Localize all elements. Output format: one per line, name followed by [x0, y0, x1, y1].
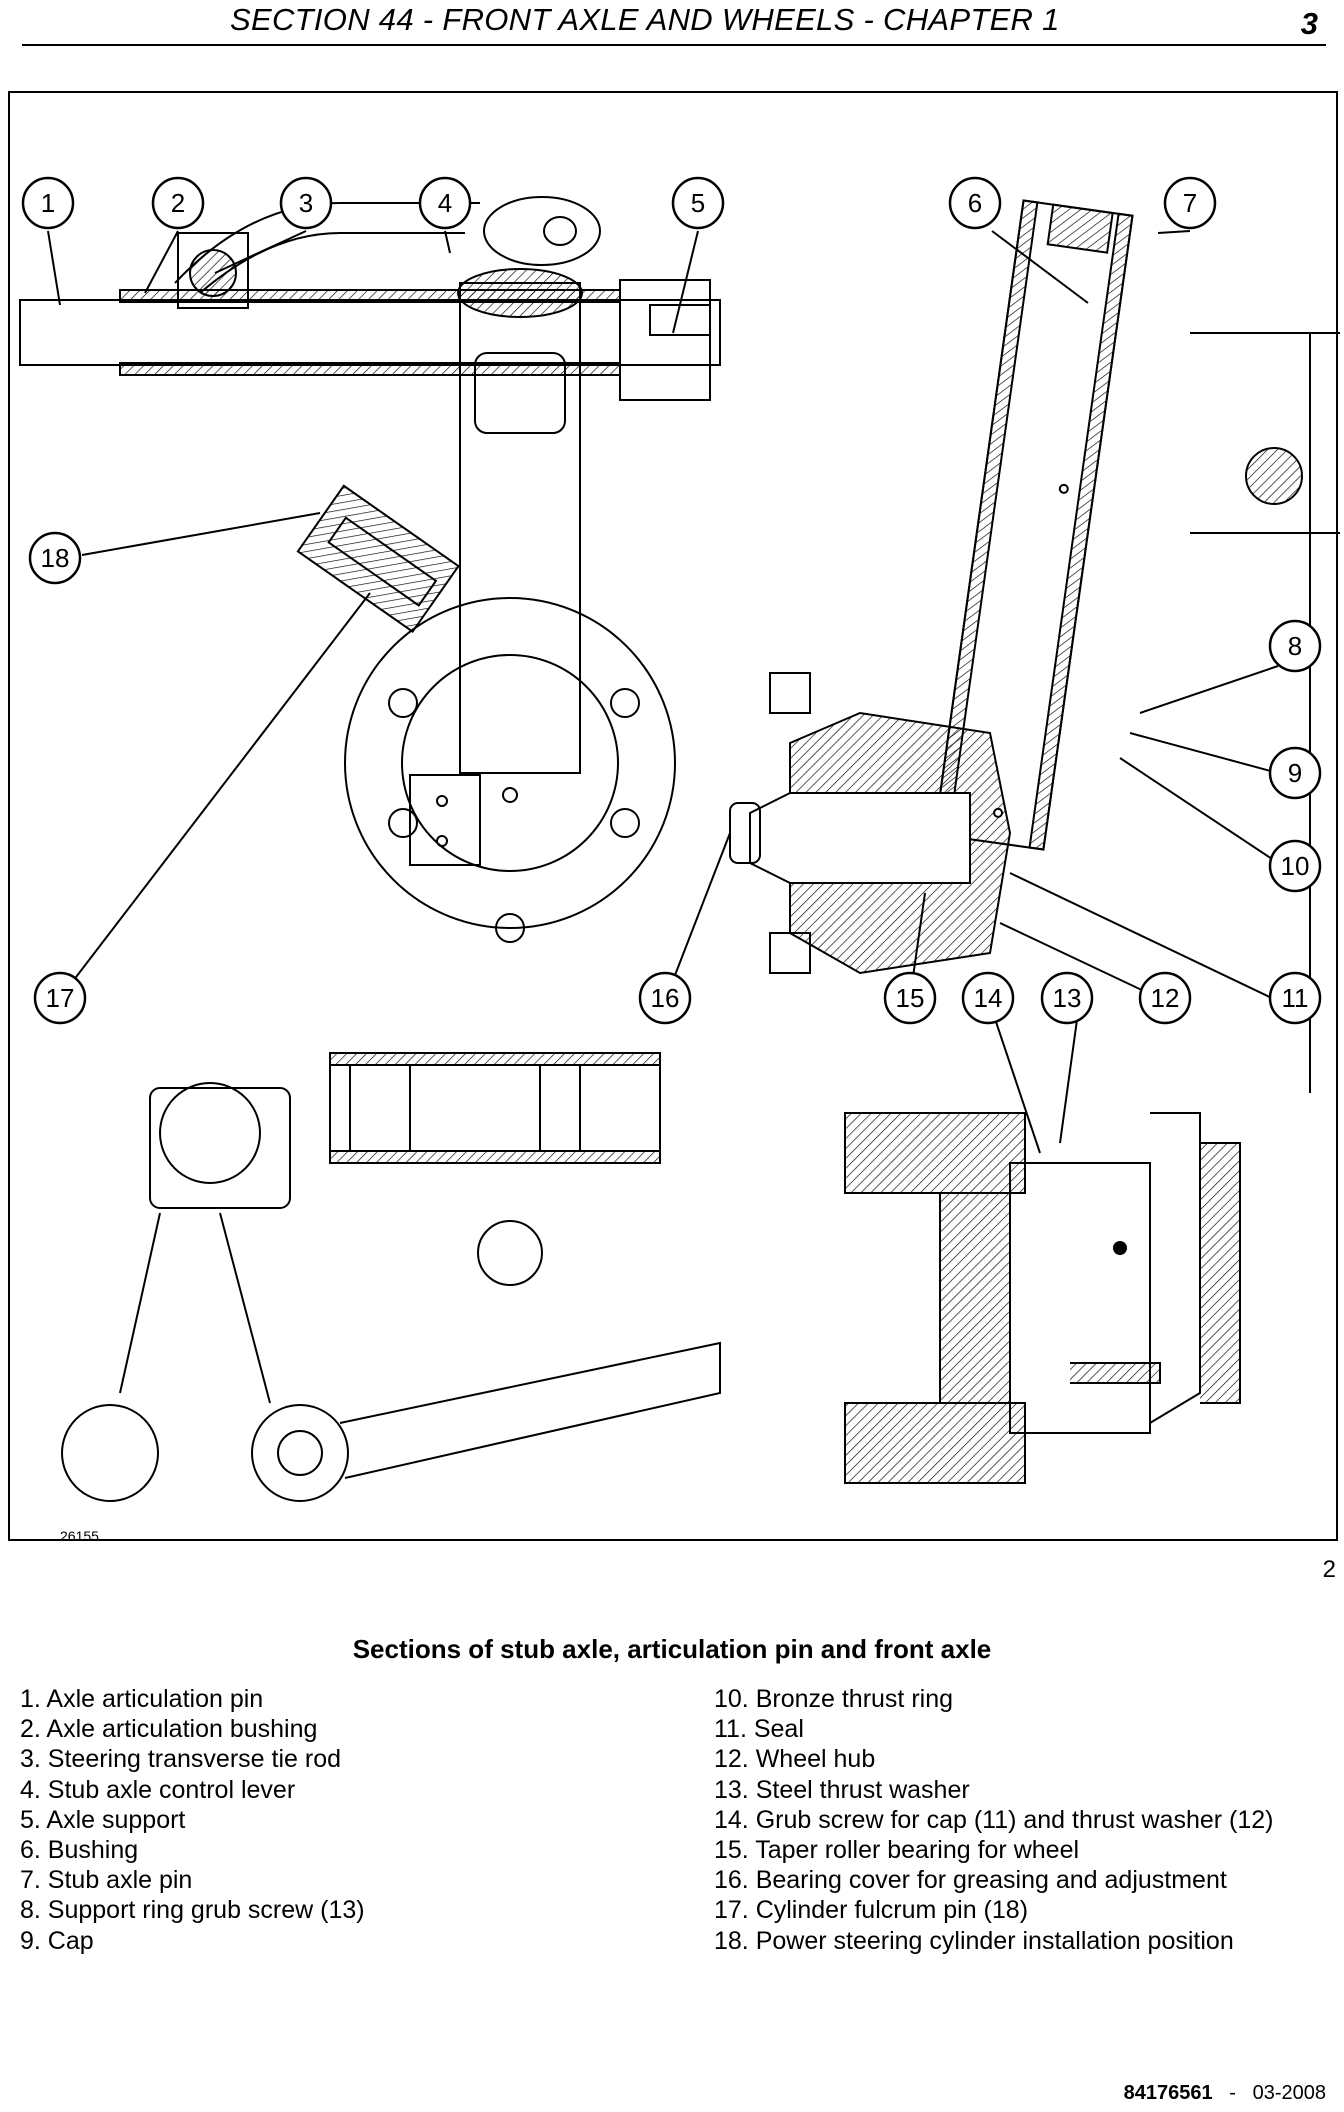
callout-label-9: 9: [1288, 758, 1302, 788]
figure-number: 2: [1322, 1556, 1336, 1583]
callout-label-17: 17: [46, 983, 75, 1013]
callout-7: [1163, 176, 1217, 230]
callout-label-18: 18: [41, 543, 70, 573]
hub-section-detail: [844, 1112, 1241, 1484]
footer-separator: -: [1229, 2082, 1236, 2104]
callout-13: [1040, 971, 1094, 1025]
callout-3: [279, 176, 333, 230]
document-number: 84176561: [1123, 2082, 1213, 2104]
callout-2: [151, 176, 205, 230]
legend-left-column: 1. Axle articulation pin 2. Axle articul…: [20, 1684, 365, 1956]
page-footer: 84176561 - 03-2008: [1124, 2082, 1326, 2105]
callout-label-7: 7: [1183, 188, 1197, 218]
legend-item: 12. Wheel hub: [714, 1745, 876, 1774]
callout-label-13: 13: [1053, 983, 1082, 1013]
callout-1: [21, 176, 75, 230]
axle-section-drawing: 1 2 3 4 5 6 7 8 9 10 11 12 13 14 15 16 1…: [19, 176, 1340, 1502]
callout-label-3: 3: [299, 188, 313, 218]
callout-12: [1138, 971, 1192, 1025]
callout-label-6: 6: [968, 188, 982, 218]
legend-item: 17. Cylinder fulcrum pin (18): [714, 1896, 1029, 1925]
callout-16: [638, 971, 692, 1025]
callout-label-4: 4: [438, 188, 452, 218]
legend-right-column: 10. Bronze thrust ring 11. Seal 12. Whee…: [714, 1684, 1274, 1956]
callout-label-14: 14: [974, 983, 1003, 1013]
legend-item: 4. Stub axle control lever: [20, 1775, 296, 1804]
callout-11: [1268, 971, 1322, 1025]
section-title: SECTION 44 - FRONT AXLE AND WHEELS - CHA…: [230, 2, 1060, 37]
callout-4: [418, 176, 472, 230]
legend-item: 8. Support ring grub screw (13): [20, 1896, 365, 1925]
callout-label-10: 10: [1281, 851, 1310, 881]
callout-17: [33, 971, 87, 1025]
page-header: SECTION 44 - FRONT AXLE AND WHEELS - CHA…: [22, 0, 1326, 46]
callout-label-15: 15: [896, 983, 925, 1013]
callout-label-11: 11: [1282, 983, 1309, 1013]
page-number: 3: [1300, 6, 1318, 41]
bushing-bottom: [119, 362, 621, 376]
callout-label-16: 16: [651, 983, 680, 1013]
technical-drawing: 1 2 3 4 5 6 7 8 9 10 11 12 13 14 15 16 1…: [8, 91, 1340, 1544]
callout-6: [948, 176, 1002, 230]
legend-item: 13. Steel thrust washer: [714, 1775, 970, 1804]
wheel-flange: [344, 597, 676, 929]
callout-18: [28, 531, 82, 585]
callout-circles: [21, 176, 1322, 1025]
legend-item: 14. Grub screw for cap (11) and thrust w…: [714, 1805, 1274, 1834]
legend-item: 1. Axle articulation pin: [20, 1685, 264, 1713]
legend-item: 6. Bushing: [20, 1836, 139, 1865]
legend-item: 11. Seal: [714, 1715, 804, 1744]
steering-linkage: [61, 1052, 721, 1502]
callout-5: [671, 176, 725, 230]
figure-code: 26155: [60, 1528, 99, 1544]
legend-item: 15. Taper roller bearing for wheel: [714, 1836, 1080, 1865]
axle-support-body: [619, 279, 711, 401]
callout-label-8: 8: [1288, 631, 1302, 661]
callout-label-5: 5: [691, 188, 705, 218]
callout-15: [883, 971, 937, 1025]
tie-rod-end: [177, 232, 249, 309]
callout-label-2: 2: [171, 188, 185, 218]
legend-item: 9. Cap: [20, 1926, 94, 1955]
legend-item: 7. Stub axle pin: [20, 1866, 193, 1895]
revision-date: 03-2008: [1252, 2082, 1326, 2104]
legend-item: 3. Steering transverse tie rod: [20, 1745, 341, 1774]
articulation-pin: [19, 299, 721, 366]
callout-14: [961, 971, 1015, 1025]
callout-label-12: 12: [1151, 983, 1180, 1013]
callout-10: [1268, 839, 1322, 893]
figure-caption: Sections of stub axle, articulation pin …: [352, 1634, 992, 1664]
legend-item: 16. Bearing cover for greasing and adjus…: [714, 1866, 1227, 1895]
legend-item: 10. Bronze thrust ring: [714, 1685, 954, 1713]
legend-item: 5. Axle support: [20, 1805, 186, 1834]
callout-label-1: 1: [41, 188, 55, 218]
callout-9: [1268, 746, 1322, 800]
callout-8: [1268, 619, 1322, 673]
legend-item: 18. Power steering cylinder installation…: [714, 1926, 1234, 1955]
legend-item: 2. Axle articulation bushing: [20, 1715, 318, 1744]
